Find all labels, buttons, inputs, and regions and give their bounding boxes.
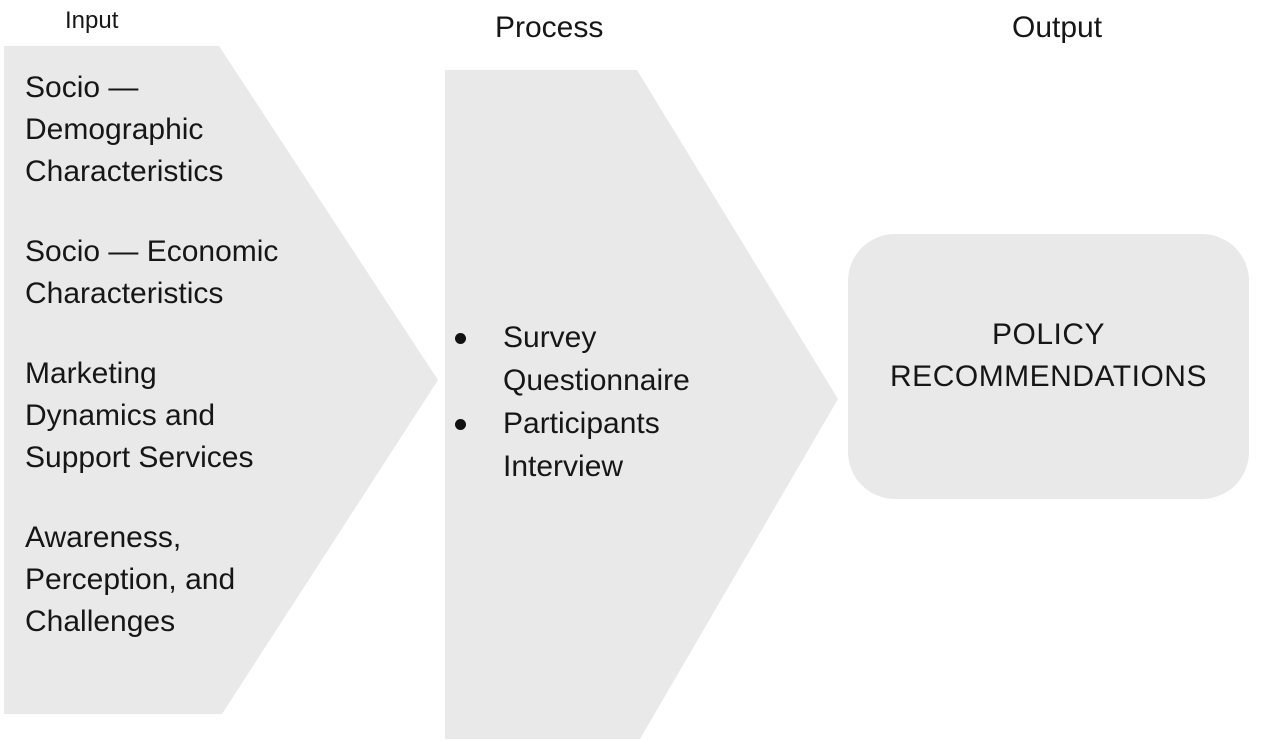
column-header-input: Input [65, 7, 119, 34]
bullet-item-label: Survey Questionnaire [503, 321, 690, 397]
output-label: POLICY RECOMMENDATIONS [890, 318, 1207, 393]
input-item-marketing-dynamics: Marketing Dynamics and Support Services [25, 357, 254, 474]
input-item-list: Socio — Demographic Characteristics Soci… [25, 67, 365, 643]
input-item-awareness-perception: Awareness, Perception, and Challenges [25, 521, 236, 638]
bullet-icon [455, 419, 466, 430]
input-arrow-shape [4, 46, 438, 714]
bullet-icon [455, 333, 466, 344]
bullet-item-participants: Participants Interview [455, 402, 815, 488]
output-box-shape [848, 234, 1249, 499]
process-arrow-shape [445, 70, 838, 739]
process-bullet-list: Survey Questionnaire Participants Interv… [455, 316, 815, 488]
input-item-socio-demographic: Socio — Demographic Characteristics [25, 71, 224, 188]
column-header-output: Output [1012, 11, 1103, 44]
column-header-process: Process [495, 11, 604, 44]
bullet-item-label: Participants Interview [503, 407, 660, 483]
bullet-item-survey: Survey Questionnaire [455, 316, 815, 402]
input-item-socio-economic: Socio — Economic Characteristics [25, 235, 279, 310]
